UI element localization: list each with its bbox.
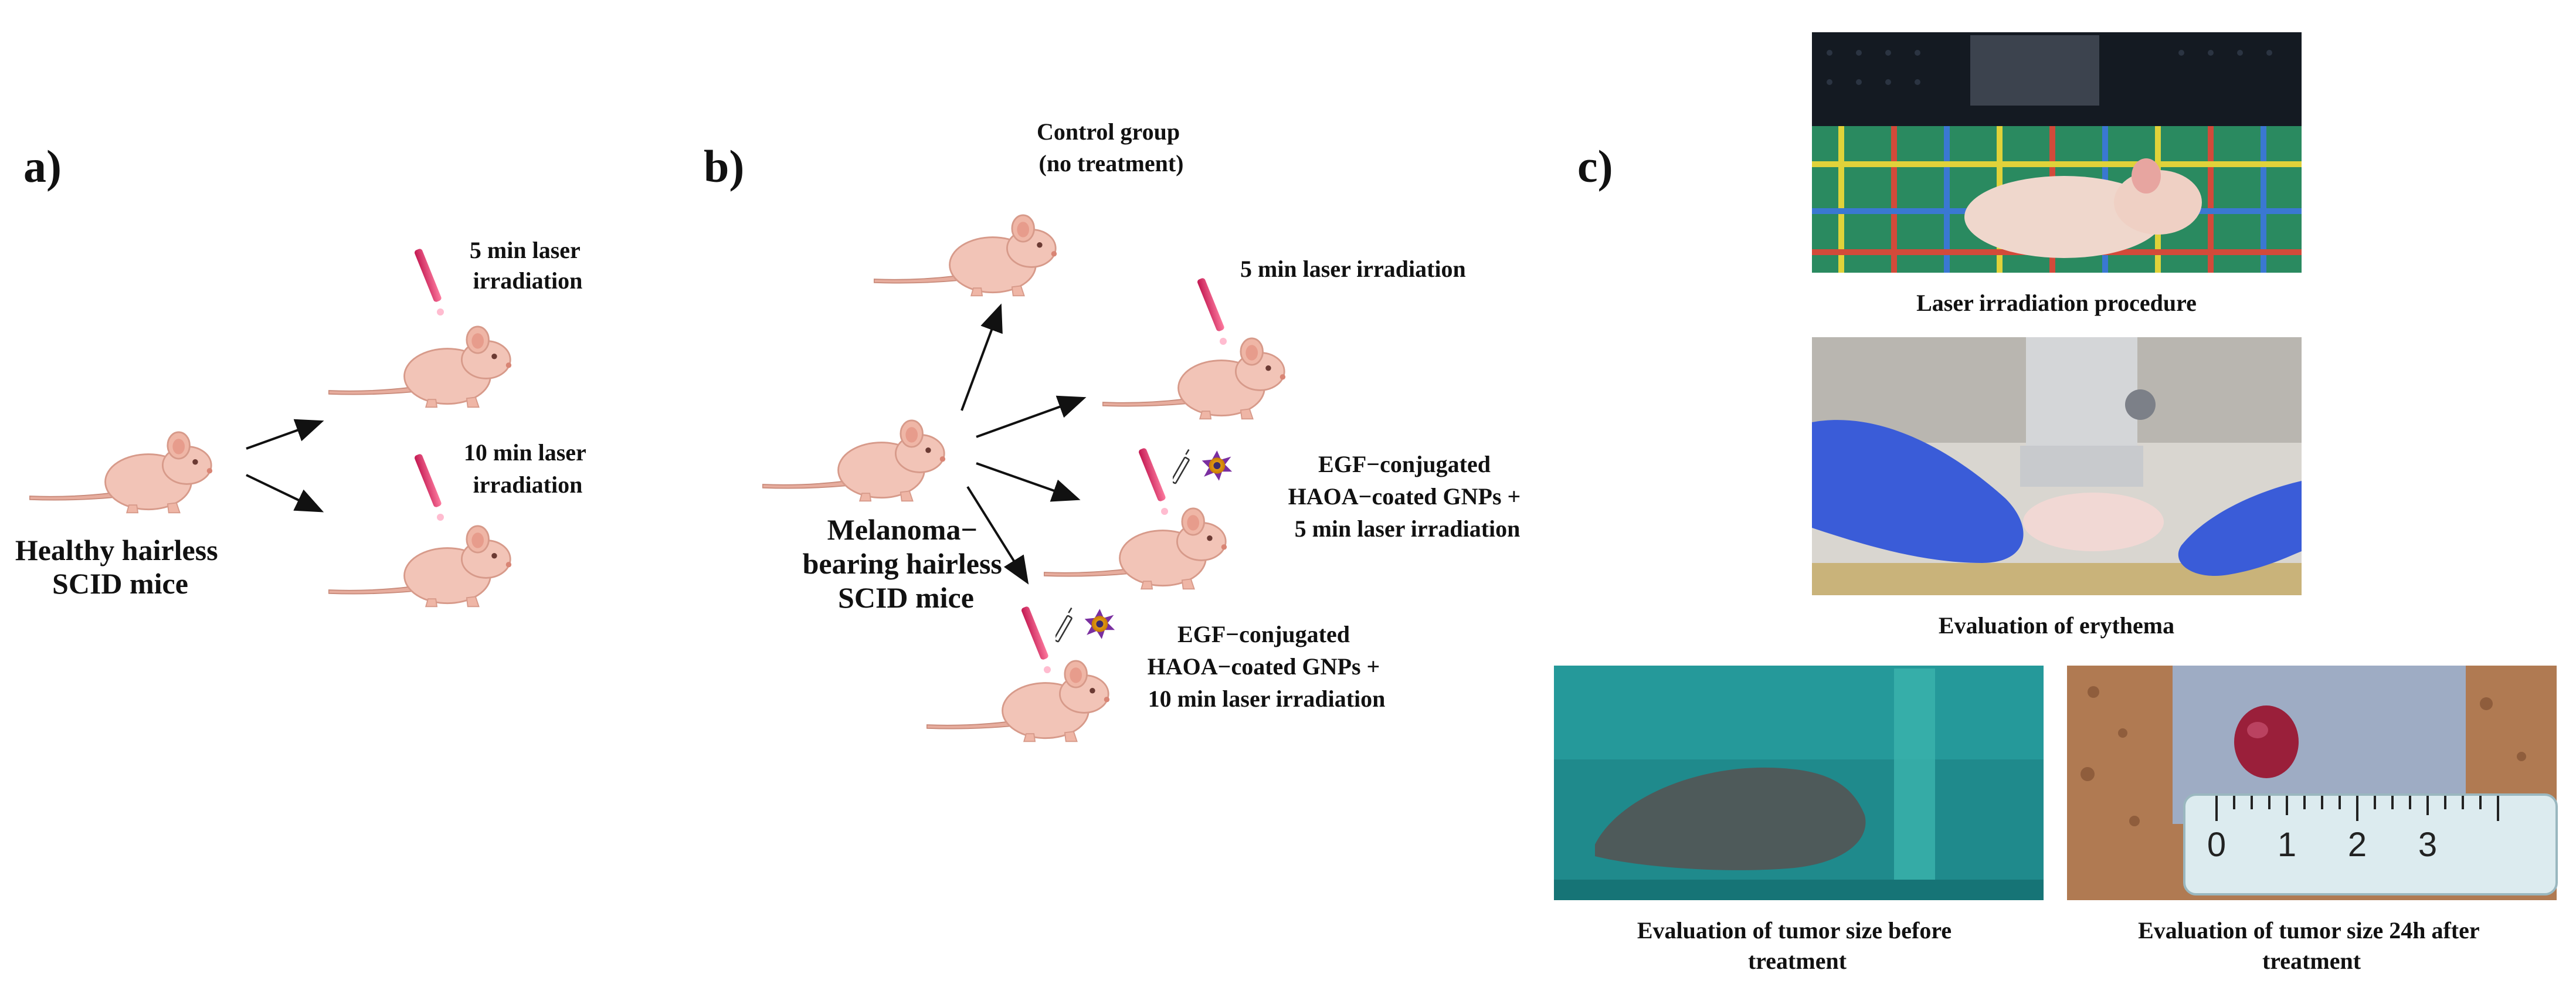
panel-a-branch1-caption: 5 min laser irradiation xyxy=(470,237,586,294)
mouse-icon-a2 xyxy=(328,525,513,608)
mouse-icon-b1 xyxy=(1102,337,1287,420)
laser-icon-b3 xyxy=(1020,605,1051,673)
panel-b-control-caption: Control group (no treatment) xyxy=(1037,118,1186,177)
panel-c-label: c) xyxy=(1577,141,1613,192)
mouse-icon-b3 xyxy=(926,660,1111,742)
ruler-label-0: 0 xyxy=(2207,826,2226,864)
photo2-caption: Evaluation of erythema xyxy=(1939,612,2174,639)
photo4-caption: Evaluation of tumor size 24h after treat… xyxy=(2138,917,2485,974)
photo1-caption: Laser irradiation procedure xyxy=(1916,290,2197,316)
arrow-b-control xyxy=(961,303,1003,411)
mouse-icon-melanoma xyxy=(762,419,946,502)
photo-laser-irradiation xyxy=(1812,32,2302,273)
arrow-b-2 xyxy=(976,462,1081,502)
mouse-icon-a1 xyxy=(328,325,513,408)
laser-icon-b1 xyxy=(1196,277,1227,345)
panel-b-branch1-caption: 5 min laser irradiation xyxy=(1240,256,1466,282)
ruler-ticks xyxy=(2215,796,2499,821)
arrow-a-1 xyxy=(246,419,324,450)
photo-tumor-before xyxy=(1554,666,2044,900)
mouse-icon-b2 xyxy=(1044,507,1228,590)
laser-icon-b2 xyxy=(1138,447,1168,515)
panel-a-label: a) xyxy=(23,141,62,192)
photo-tumor-after: 0 1 2 3 xyxy=(2067,666,2558,900)
laser-icon-a2 xyxy=(413,453,444,521)
laser-icon-a1 xyxy=(413,247,444,315)
gnp-icon-b3 xyxy=(1055,607,1116,643)
panel-b-start-caption: Melanoma− bearing hairless SCID mice xyxy=(803,513,1010,614)
panel-a: a) Healthy hairless SCID mice 5 min lase… xyxy=(15,141,592,608)
panel-b-branch2-caption: EGF−conjugated HAOA−coated GNPs + 5 min … xyxy=(1288,451,1527,542)
panel-b-branch3-caption: EGF−conjugated HAOA−coated GNPs + 10 min… xyxy=(1148,621,1386,712)
panel-b: b) Control group (no treatment) Melanoma… xyxy=(704,118,1527,742)
panel-a-branch2-caption: 10 min laser irradiation xyxy=(464,439,592,498)
arrow-a-2 xyxy=(246,474,324,513)
mouse-icon-control xyxy=(874,214,1058,297)
ruler-label-1: 1 xyxy=(2278,826,2296,864)
arrow-b-1 xyxy=(976,395,1087,438)
ruler-label-3: 3 xyxy=(2418,826,2437,864)
ruler-label-2: 2 xyxy=(2348,826,2367,864)
panel-a-start-caption: Healthy hairless SCID mice xyxy=(15,534,225,600)
arrow-b-3 xyxy=(966,486,1029,585)
photo3-caption: Evaluation of tumor size before treatmen… xyxy=(1637,917,1957,974)
panel-c: c) xyxy=(1554,32,2558,974)
panel-b-label: b) xyxy=(704,141,744,192)
photo-erythema xyxy=(1812,337,2302,595)
gnp-icon-b2 xyxy=(1173,449,1233,484)
mouse-icon-healthy xyxy=(29,431,213,514)
